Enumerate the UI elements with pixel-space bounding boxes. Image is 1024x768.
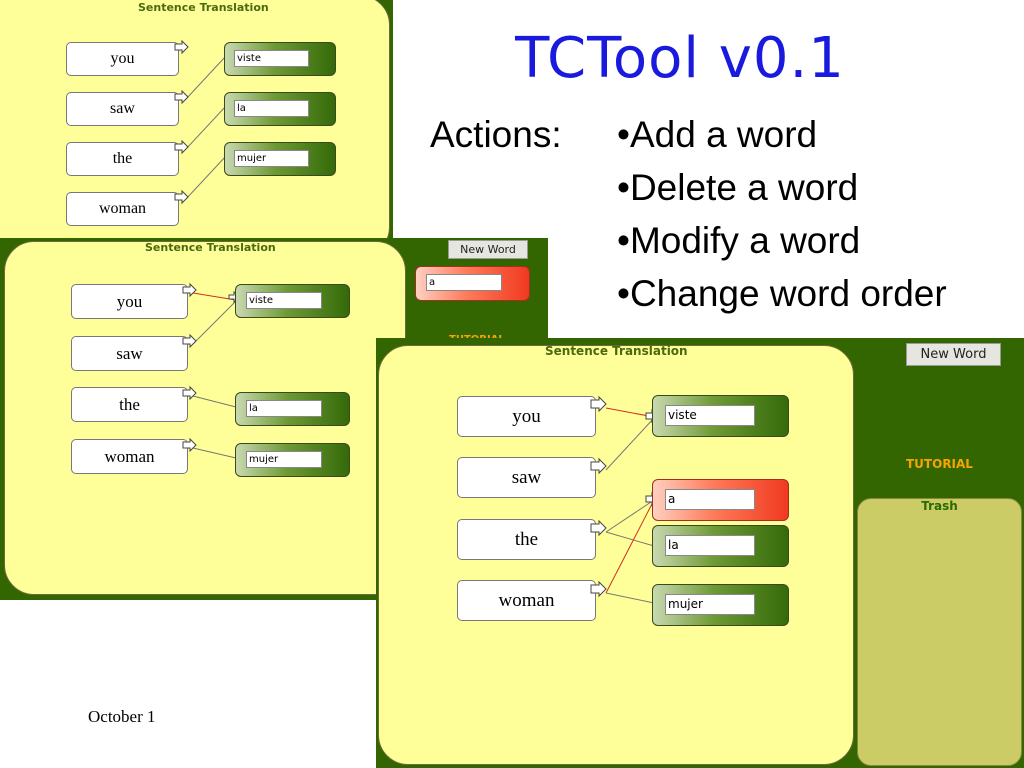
target-word-box[interactable]: mujer [235, 443, 350, 477]
actions-label: Actions: [430, 114, 562, 155]
target-word-input-mujer[interactable]: mujer [234, 150, 309, 167]
target-word-input-viste[interactable]: viste [234, 50, 309, 67]
screenshot-1: Sentence Translation you saw the woman v… [0, 0, 393, 240]
target-word-box[interactable]: viste [224, 42, 336, 76]
panel-title: Sentence Translation [138, 1, 269, 14]
arrow-icon[interactable] [174, 189, 189, 205]
arrow-icon[interactable] [590, 580, 607, 598]
alignment-lines [185, 55, 227, 200]
arrow-icon[interactable] [174, 39, 189, 55]
target-word-box-new[interactable]: a [652, 479, 789, 521]
panel-title: Sentence Translation [145, 241, 276, 254]
source-word-you[interactable]: you [66, 42, 179, 76]
target-word-input-la[interactable]: la [246, 400, 322, 417]
source-word-the[interactable]: the [66, 142, 179, 176]
arrow-icon[interactable] [182, 333, 197, 349]
target-word-input-viste[interactable]: viste [665, 405, 755, 426]
target-word-box[interactable]: la [224, 92, 336, 126]
connector-arrows [174, 39, 189, 205]
footer-date: October 1 [88, 707, 156, 726]
target-word-box[interactable]: viste [652, 395, 789, 437]
source-word-woman[interactable]: woman [457, 580, 596, 621]
target-word-box[interactable]: mujer [224, 142, 336, 176]
source-word-saw[interactable]: saw [71, 336, 188, 371]
connector-arrows [182, 282, 240, 453]
tutorial-label[interactable]: TUTORIAL [449, 334, 505, 341]
screenshot-3: Sentence Translation New Word TUTORIAL T… [376, 338, 1024, 768]
new-word-box[interactable]: a [415, 266, 530, 301]
bullet-delete-word: •Delete a word [617, 167, 859, 208]
target-word-box[interactable]: mujer [652, 584, 789, 626]
new-word-input[interactable]: a [426, 274, 502, 291]
target-word-input-a[interactable]: a [665, 489, 755, 510]
arrow-icon[interactable] [590, 395, 607, 413]
source-word-the[interactable]: the [71, 387, 188, 422]
target-word-input-la[interactable]: la [665, 535, 755, 556]
target-word-input-la[interactable]: la [234, 100, 309, 117]
source-word-saw[interactable]: saw [457, 457, 596, 498]
trash-area[interactable]: Trash [857, 498, 1022, 766]
source-word-you[interactable]: you [457, 396, 596, 437]
panel-title: Sentence Translation [545, 344, 688, 358]
source-word-woman[interactable]: woman [66, 192, 179, 226]
trash-label: Trash [921, 499, 958, 513]
source-word-the[interactable]: the [457, 519, 596, 560]
target-word-input-mujer[interactable]: mujer [246, 451, 322, 468]
arrow-icon[interactable] [182, 385, 197, 401]
source-word-saw[interactable]: saw [66, 92, 179, 126]
new-word-button[interactable]: New Word [906, 343, 1001, 366]
target-word-input-mujer[interactable]: mujer [665, 594, 755, 615]
target-word-input-viste[interactable]: viste [246, 292, 322, 309]
slide-title: TCTool v0.1 [515, 26, 845, 91]
arrow-icon[interactable] [182, 282, 197, 298]
target-word-box[interactable]: la [652, 525, 789, 567]
target-word-box[interactable]: viste [235, 284, 350, 318]
tutorial-label[interactable]: TUTORIAL [906, 457, 973, 471]
arrow-icon[interactable] [590, 457, 607, 475]
target-word-box[interactable]: la [235, 392, 350, 426]
arrow-icon[interactable] [590, 519, 607, 537]
bullet-change-word-order: •Change word order [617, 273, 947, 314]
source-word-you[interactable]: you [71, 284, 188, 319]
arrow-icon[interactable] [182, 437, 197, 453]
bullet-modify-word: •Modify a word [617, 220, 861, 261]
arrow-icon[interactable] [174, 139, 189, 155]
arrow-icon[interactable] [174, 89, 189, 105]
source-word-woman[interactable]: woman [71, 439, 188, 474]
bullet-add-word: •Add a word [617, 114, 818, 155]
new-word-button[interactable]: New Word [448, 240, 528, 259]
